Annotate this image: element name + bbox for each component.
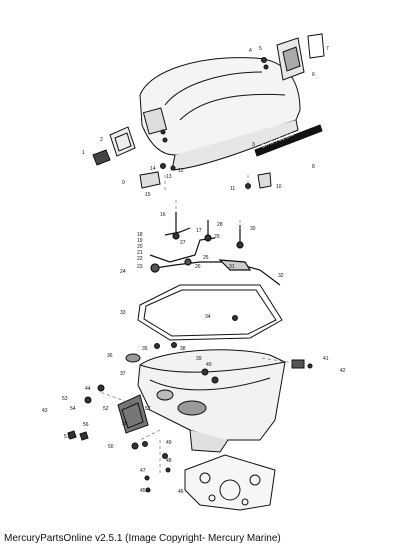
callout-34: 34 [205, 314, 211, 320]
callout-56: 56 [83, 422, 89, 428]
callout-53: 53 [62, 396, 68, 402]
callout-18: 18 [137, 232, 143, 238]
hood-latch-plate [276, 37, 305, 81]
callout-5: 5 [259, 46, 262, 52]
top-cowl [139, 57, 301, 171]
leader-lines [99, 175, 301, 475]
callout-52: 52 [103, 406, 109, 412]
callout-16: 16 [160, 212, 166, 218]
callout-29: 29 [214, 234, 220, 240]
callout-35: 35 [142, 346, 148, 352]
latch-bracket [139, 171, 161, 189]
callout-44: 44 [85, 386, 91, 392]
callout-30: 30 [250, 226, 256, 232]
callout-50: 50 [108, 444, 114, 450]
callout-43: 43 [42, 408, 48, 414]
callout-13: 13 [166, 174, 172, 180]
callout-25: 25 [203, 255, 209, 261]
callout-27: 27 [180, 240, 186, 246]
callout-37: 37 [120, 371, 126, 377]
callout-48: 48 [166, 458, 172, 464]
cowl-plate [109, 126, 136, 157]
cowl-seal-gasket-inner [143, 289, 277, 337]
callout-2: 2 [100, 137, 103, 143]
callout-51: 51 [64, 434, 70, 440]
callout-20: 20 [137, 244, 143, 250]
callout-55: 55 [122, 421, 128, 427]
callout-22: 22 [137, 256, 143, 262]
callout-32: 32 [278, 273, 284, 279]
bottom-gasket-plate [184, 454, 276, 511]
cowl-seal-gasket [137, 284, 283, 341]
callout-12: 12 [178, 168, 184, 174]
callout-6: 6 [312, 72, 315, 78]
callout-8: 8 [312, 164, 315, 170]
callout-41: 41 [323, 356, 329, 362]
callout-49: 49 [166, 440, 172, 446]
callout-7: 7 [326, 46, 329, 52]
callout-36: 36 [107, 353, 113, 359]
throttle-linkage [149, 212, 281, 286]
callout-47: 47 [140, 468, 146, 474]
callout-46: 46 [178, 489, 184, 495]
callout-9: 9 [122, 180, 125, 186]
clip-bracket [257, 172, 272, 189]
callout-39: 39 [196, 356, 202, 362]
callout-31: 31 [229, 264, 235, 270]
callout-15: 15 [145, 192, 151, 198]
grommet [125, 353, 141, 363]
callout-labels: 1 2 3 4 5 6 7 8 9 10 11 12 13 14 15 16 1… [42, 46, 346, 495]
callout-1: 1 [82, 150, 85, 156]
callout-45: 45 [140, 488, 146, 494]
callout-38: 38 [180, 346, 186, 352]
bottom-cowl [137, 349, 286, 453]
callout-54: 54 [70, 406, 76, 412]
side-decal [254, 124, 323, 157]
callout-10: 10 [276, 184, 282, 190]
switch-knob [92, 149, 111, 166]
exploded-parts-diagram: 1 2 3 4 5 6 7 8 9 10 11 12 13 14 15 16 1… [42, 33, 346, 511]
callout-33: 33 [120, 310, 126, 316]
fasteners [67, 57, 313, 493]
front-panel-detail [121, 402, 144, 429]
callout-57: 57 [145, 406, 151, 412]
cowl-plate-inner [114, 132, 132, 152]
copyright-caption: MercuryPartsOnline v2.5.1 (Image Copyrig… [4, 533, 281, 544]
callout-24: 24 [120, 269, 126, 275]
callout-4: 4 [249, 48, 252, 54]
callout-14: 14 [150, 166, 156, 172]
callout-23: 23 [137, 264, 143, 270]
callout-42: 42 [340, 368, 346, 374]
decal-strip-small [307, 33, 325, 59]
callout-40: 40 [206, 362, 212, 368]
callout-21: 21 [137, 250, 143, 256]
front-panel [117, 394, 149, 434]
callout-11: 11 [230, 186, 235, 192]
callout-3: 3 [252, 142, 255, 148]
callout-26: 26 [195, 264, 201, 270]
callout-28: 28 [217, 222, 223, 228]
callout-19: 19 [137, 238, 143, 244]
callout-17: 17 [196, 228, 202, 234]
